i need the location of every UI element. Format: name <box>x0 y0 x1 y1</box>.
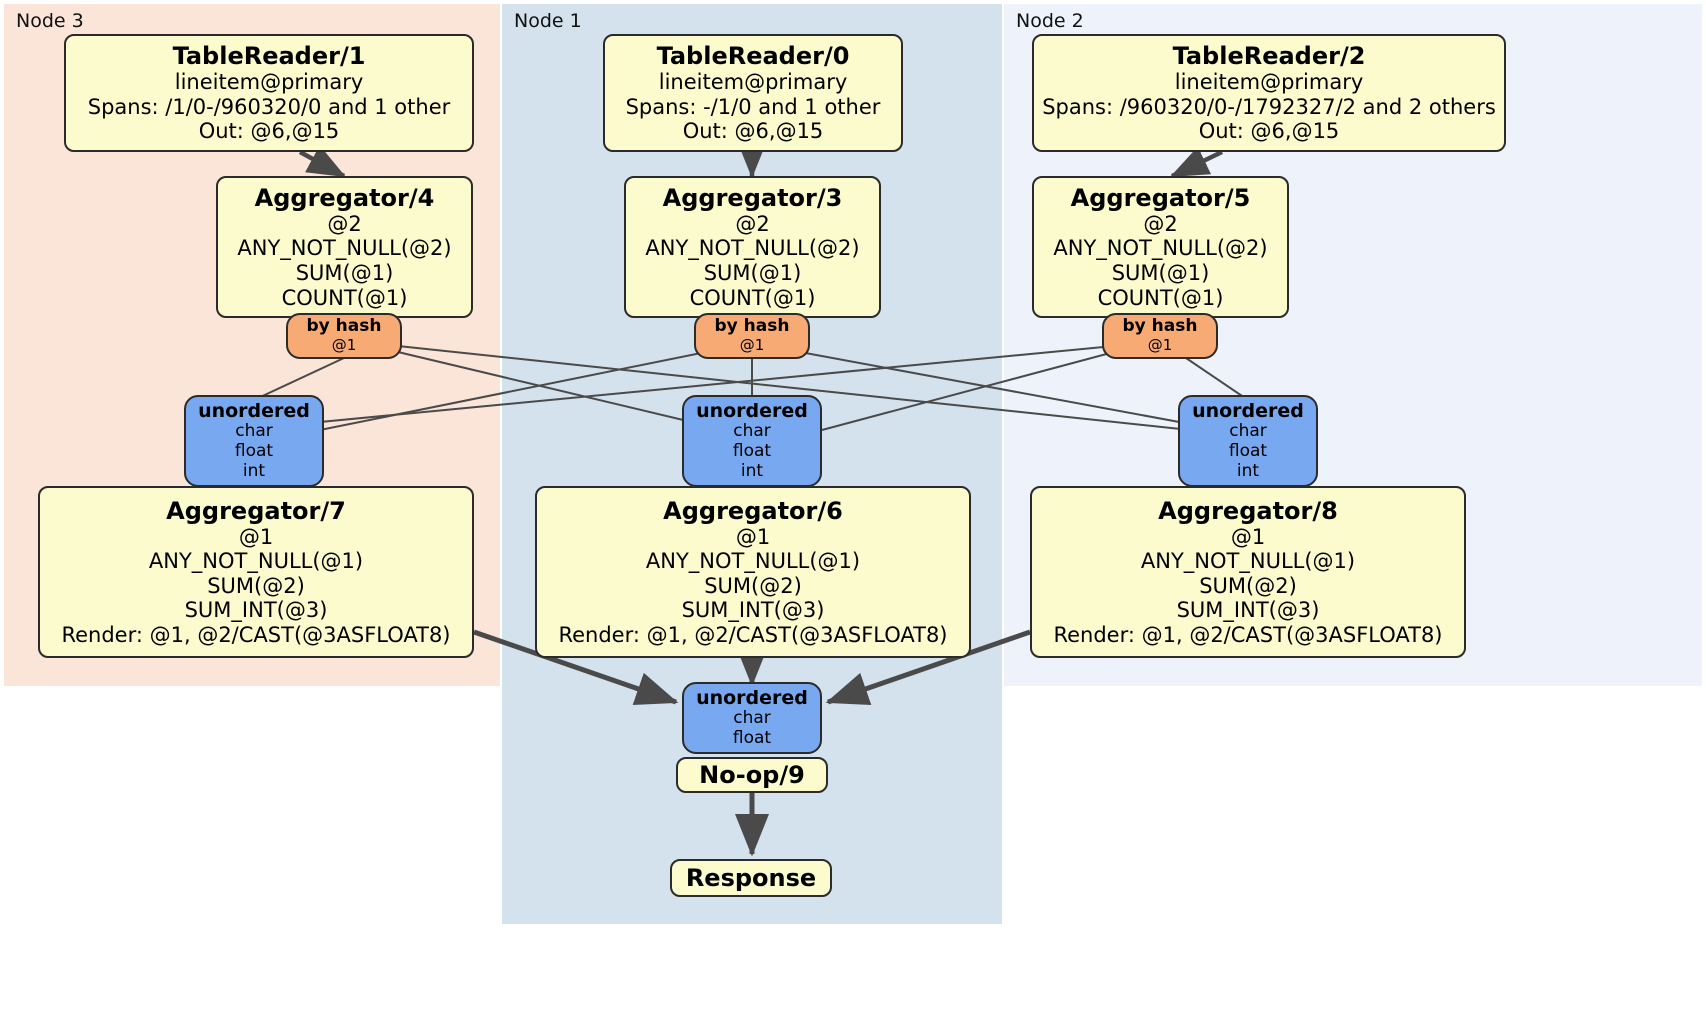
processor-aggregator-4[interactable]: Aggregator/4 @2 ANY_NOT_NULL(@2) SUM(@1)… <box>216 176 473 318</box>
processor-line: SUM(@1) <box>1111 261 1210 286</box>
router-title: by hash <box>714 316 790 337</box>
processor-title: Aggregator/5 <box>1070 183 1251 212</box>
processor-line: SUM(@2) <box>704 573 802 598</box>
router-by-hash-mid[interactable]: by hash @1 <box>694 313 810 359</box>
router-title: unordered <box>696 400 808 423</box>
processor-line: ANY_NOT_NULL(@2) <box>645 236 860 261</box>
node-panel-label: Node 3 <box>16 10 84 32</box>
processor-line: ANY_NOT_NULL(@2) <box>1053 236 1268 261</box>
router-type: float <box>732 441 772 462</box>
router-type: int <box>740 461 764 482</box>
processor-line: Out: @6,@15 <box>198 119 340 144</box>
router-by-hash-left[interactable]: by hash @1 <box>286 313 402 359</box>
router-title: by hash <box>1122 316 1198 337</box>
node-panel-label: Node 1 <box>514 10 582 32</box>
processor-line: SUM(@1) <box>295 261 394 286</box>
processor-line: @1 <box>1230 524 1266 549</box>
router-title: unordered <box>696 687 808 710</box>
processor-line: lineitem@primary <box>1174 70 1364 95</box>
processor-line: ANY_NOT_NULL(@1) <box>645 549 861 574</box>
processor-title: Aggregator/4 <box>254 183 435 212</box>
processor-title: No-op/9 <box>699 760 805 789</box>
processor-noop-9[interactable]: No-op/9 <box>676 757 828 793</box>
router-title: unordered <box>198 400 310 423</box>
router-type: char <box>1229 421 1267 442</box>
router-title: unordered <box>1192 400 1304 423</box>
processor-title: Aggregator/3 <box>662 183 843 212</box>
processor-render-line: Render: @1, @2/CAST(@3ASFLOAT8) <box>1053 622 1443 647</box>
router-unordered-final[interactable]: unordered char float <box>682 682 822 754</box>
processor-tablereader-0[interactable]: TableReader/0 lineitem@primary Spans: -/… <box>603 34 903 152</box>
processor-line: SUM_INT(@3) <box>681 598 825 623</box>
router-type: int <box>242 461 266 482</box>
router-unordered-mid[interactable]: unordered char float int <box>682 395 822 487</box>
processor-line: SUM(@2) <box>207 573 305 598</box>
processor-title: Response <box>685 863 817 892</box>
processor-tablereader-1[interactable]: TableReader/1 lineitem@primary Spans: /1… <box>64 34 474 152</box>
processor-aggregator-8[interactable]: Aggregator/8 @1 ANY_NOT_NULL(@1) SUM(@2)… <box>1030 486 1466 658</box>
router-column: @1 <box>1147 336 1173 355</box>
processor-line: @1 <box>735 524 771 549</box>
processor-line: Spans: /960320/0-/1792327/2 and 2 others <box>1042 94 1496 119</box>
processor-title: TableReader/0 <box>656 42 850 71</box>
processor-line: @2 <box>327 211 362 236</box>
processor-title: Aggregator/7 <box>166 496 346 525</box>
processor-line: @1 <box>238 524 274 549</box>
processor-line: lineitem@primary <box>174 70 364 95</box>
processor-tablereader-2[interactable]: TableReader/2 lineitem@primary Spans: /9… <box>1032 34 1506 152</box>
processor-line: COUNT(@1) <box>281 285 408 310</box>
processor-line: ANY_NOT_NULL(@1) <box>148 549 364 574</box>
processor-line: SUM(@1) <box>703 261 802 286</box>
processor-aggregator-6[interactable]: Aggregator/6 @1 ANY_NOT_NULL(@1) SUM(@2)… <box>535 486 971 658</box>
processor-line: COUNT(@1) <box>1097 285 1224 310</box>
processor-title: TableReader/1 <box>172 42 366 71</box>
processor-line: @2 <box>735 211 770 236</box>
router-type: char <box>733 421 771 442</box>
router-by-hash-right[interactable]: by hash @1 <box>1102 313 1218 359</box>
processor-line: Spans: /1/0-/960320/0 and 1 other <box>87 94 451 119</box>
processor-render-line: Render: @1, @2/CAST(@3ASFLOAT8) <box>61 622 451 647</box>
processor-line: ANY_NOT_NULL(@2) <box>237 236 452 261</box>
processor-line: SUM_INT(@3) <box>184 598 328 623</box>
processor-aggregator-3[interactable]: Aggregator/3 @2 ANY_NOT_NULL(@2) SUM(@1)… <box>624 176 881 318</box>
processor-title: TableReader/2 <box>1172 42 1366 71</box>
processor-line: ANY_NOT_NULL(@1) <box>1140 549 1356 574</box>
processor-line: SUM_INT(@3) <box>1176 598 1320 623</box>
router-column: @1 <box>331 336 357 355</box>
router-type: float <box>1228 441 1268 462</box>
router-unordered-left[interactable]: unordered char float int <box>184 395 324 487</box>
router-unordered-right[interactable]: unordered char float int <box>1178 395 1318 487</box>
processor-aggregator-5[interactable]: Aggregator/5 @2 ANY_NOT_NULL(@2) SUM(@1)… <box>1032 176 1289 318</box>
processor-render-line: Render: @1, @2/CAST(@3ASFLOAT8) <box>558 622 948 647</box>
processor-line: SUM(@2) <box>1199 573 1297 598</box>
processor-title: Aggregator/8 <box>1158 496 1338 525</box>
router-type: char <box>733 708 771 729</box>
processor-response[interactable]: Response <box>670 859 832 897</box>
processor-line: Spans: -/1/0 and 1 other <box>625 94 881 119</box>
router-column: @1 <box>739 336 765 355</box>
processor-line: Out: @6,@15 <box>1198 119 1340 144</box>
node-panel-label: Node 2 <box>1016 10 1084 32</box>
processor-line: lineitem@primary <box>658 70 848 95</box>
router-title: by hash <box>306 316 382 337</box>
router-type: float <box>732 728 772 749</box>
router-type: float <box>234 441 274 462</box>
processor-title: Aggregator/6 <box>663 496 843 525</box>
router-type: int <box>1236 461 1260 482</box>
processor-line: Out: @6,@15 <box>682 119 824 144</box>
processor-aggregator-7[interactable]: Aggregator/7 @1 ANY_NOT_NULL(@1) SUM(@2)… <box>38 486 474 658</box>
processor-line: COUNT(@1) <box>689 285 816 310</box>
processor-line: @2 <box>1143 211 1178 236</box>
router-type: char <box>235 421 273 442</box>
